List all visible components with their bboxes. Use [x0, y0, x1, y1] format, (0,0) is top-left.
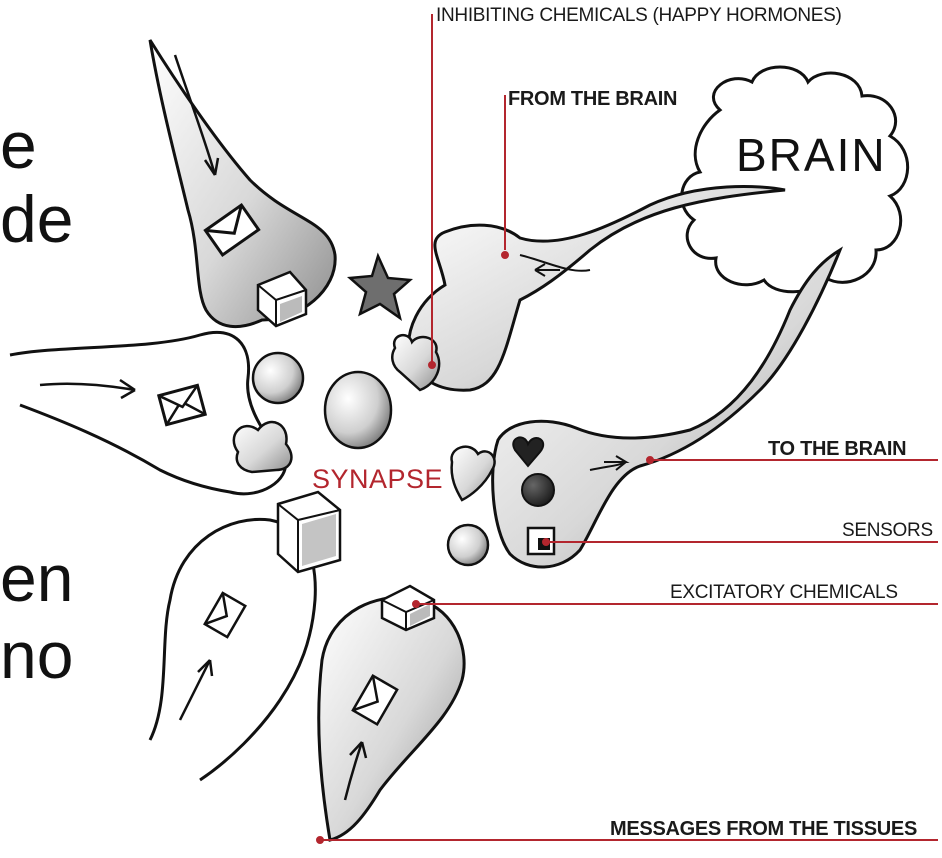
box-chemical: [278, 492, 340, 572]
dark-ball-receptor: [522, 474, 554, 506]
neuron-bottom-center: [319, 598, 464, 841]
label-to-the-brain: TO THE BRAIN: [768, 438, 906, 461]
label-synapse: SYNAPSE: [312, 464, 443, 495]
star-chemical: [350, 256, 410, 318]
heart-chemical: [234, 422, 292, 472]
ball-chemical: [448, 525, 488, 565]
neuron-to-brain: [493, 250, 840, 567]
ball-chemical: [253, 353, 303, 403]
heart-chemical: [452, 447, 495, 500]
label-excitatory-chemicals: EXCITATORY CHEMICALS: [670, 582, 898, 604]
label-brain: BRAIN: [736, 128, 887, 182]
label-messages-from-the-tissues: MESSAGES FROM THE TISSUES: [610, 818, 917, 841]
neuron-top-left: [150, 40, 335, 327]
label-sensors: SENSORS: [842, 520, 933, 542]
ball-chemical: [325, 372, 391, 448]
label-inhibiting-chemicals: INHIBITING CHEMICALS (HAPPY HORMONES): [436, 5, 842, 27]
label-from-the-brain: FROM THE BRAIN: [508, 88, 677, 111]
